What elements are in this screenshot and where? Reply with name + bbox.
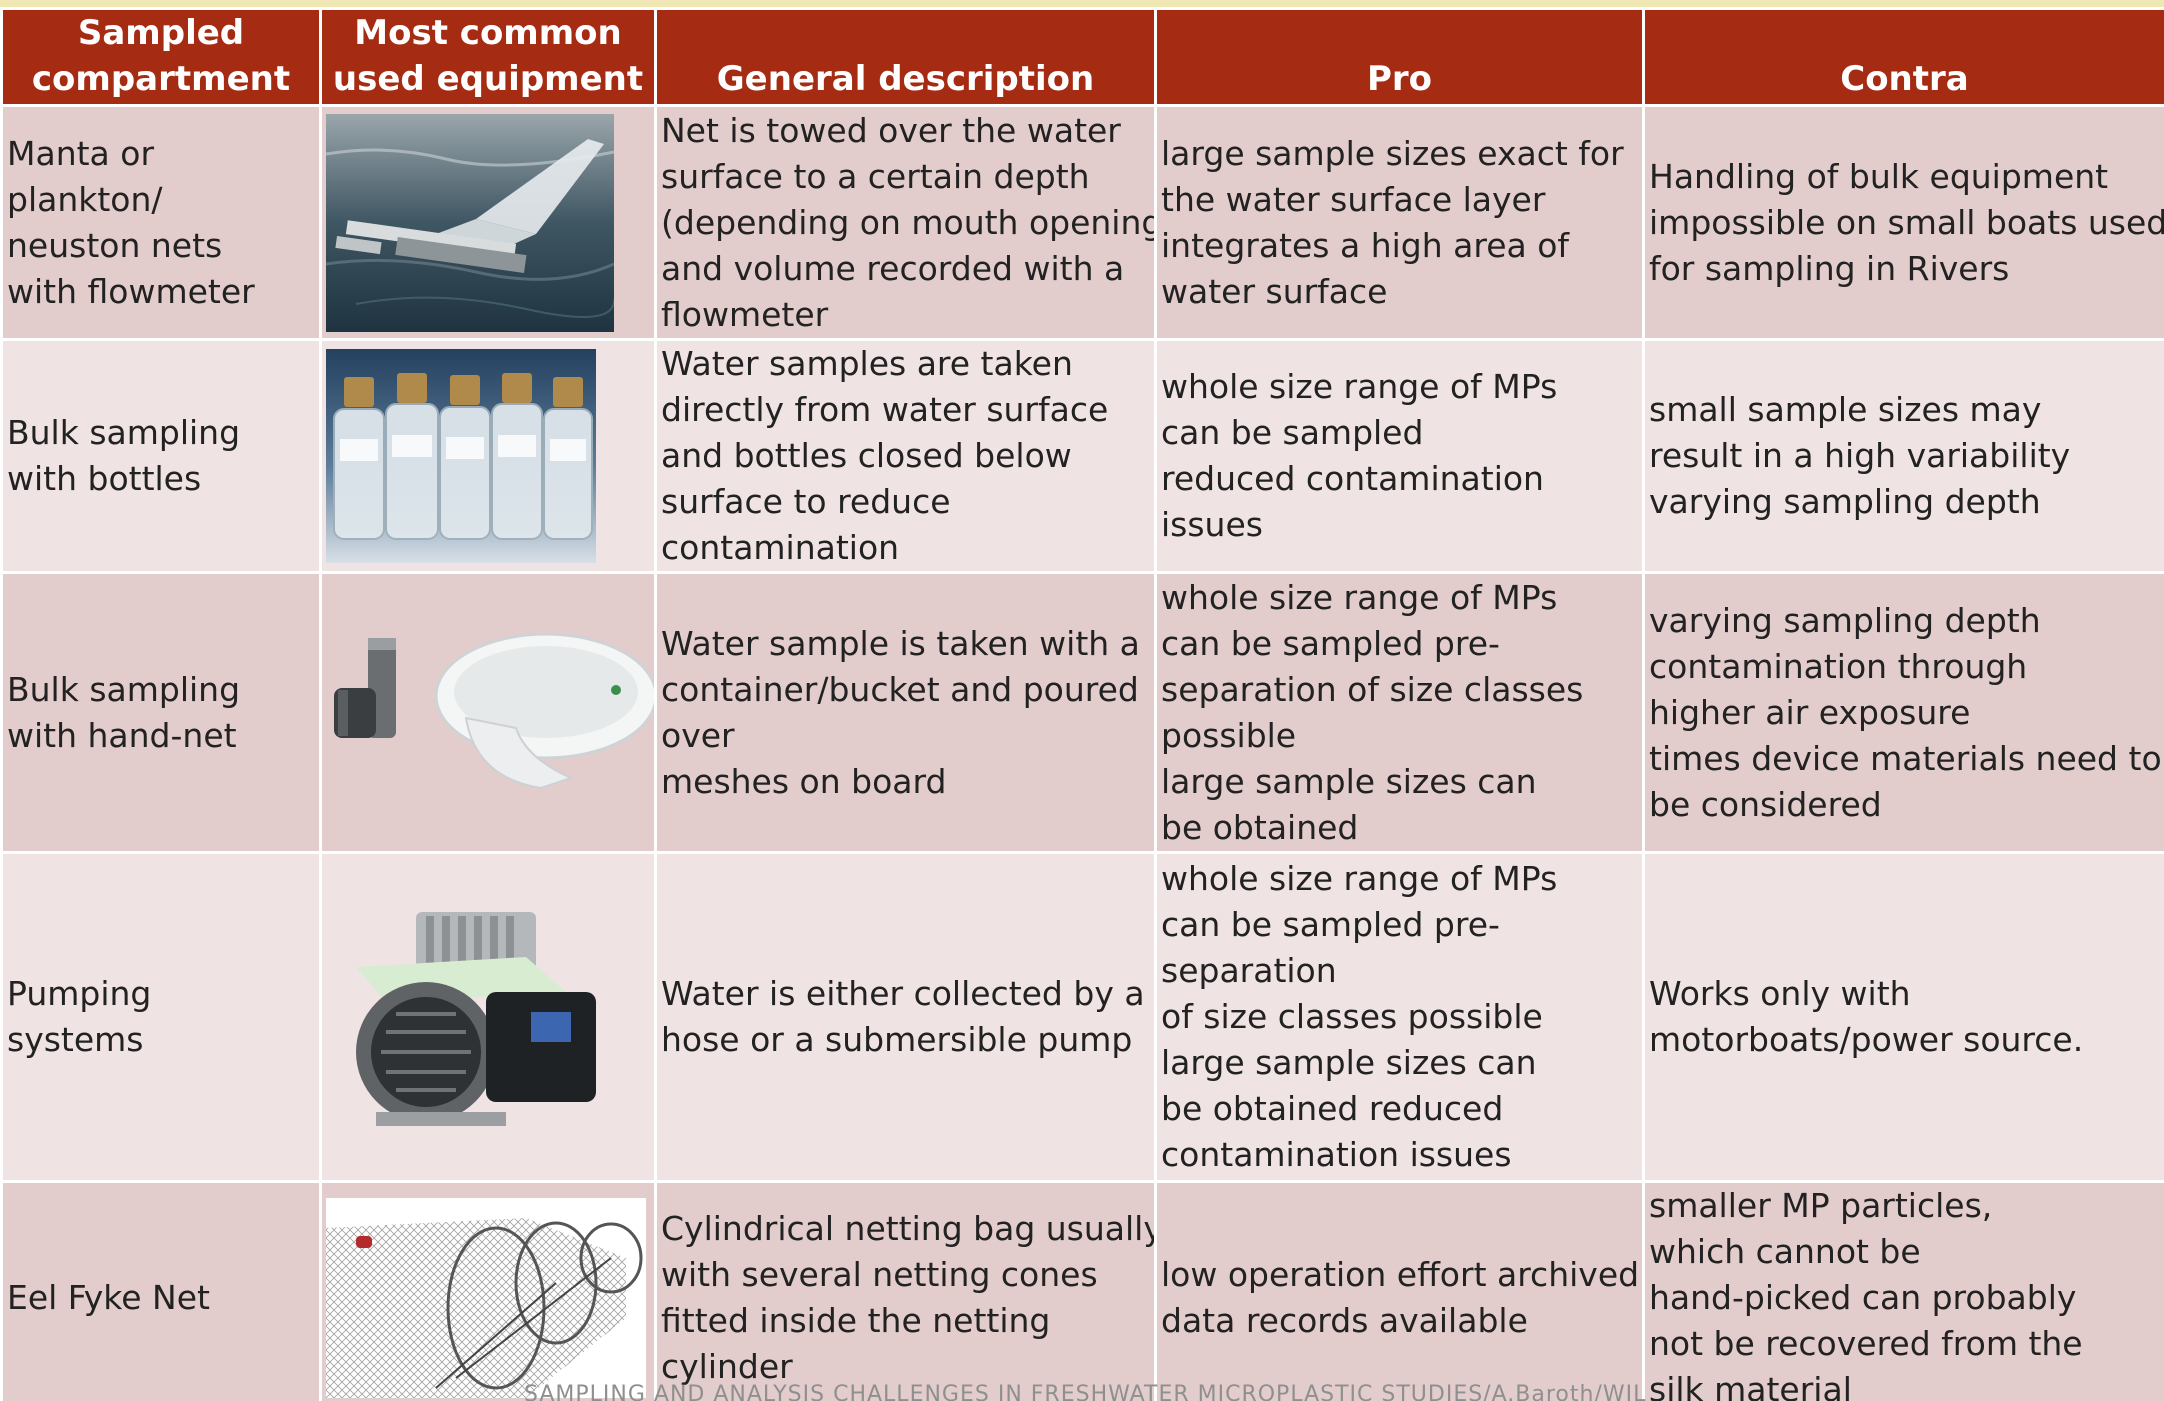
cell-description: Water samples are taken directly from wa… (654, 338, 1157, 574)
cell-compartment: Manta or plankton/ neuston nets with flo… (0, 104, 322, 341)
cell-contra: smaller MP particles, which cannot be ha… (1642, 1180, 2164, 1401)
manta-net-photo (326, 113, 614, 332)
cell-contra: varying sampling depth contamination thr… (1642, 571, 2164, 854)
cell-contra: Handling of bulk equipment impossible on… (1642, 104, 2164, 341)
cell-compartment: Bulk sampling with hand-net (0, 571, 322, 854)
table-row: Eel Fyke Net (0, 1180, 2164, 1401)
table-row: Manta or plankton/ neuston nets with flo… (0, 104, 2164, 341)
cell-compartment: Pumping systems (0, 851, 322, 1183)
cell-pro: low operation effort archived data recor… (1154, 1180, 1645, 1401)
cell-pro: large sample sizes exact for the water s… (1154, 104, 1645, 341)
hand-net-photo (334, 632, 653, 789)
cell-description: Cylindrical netting bag usually with sev… (654, 1180, 1157, 1401)
top-accent-strip (0, 0, 2164, 7)
cell-compartment: Bulk sampling with bottles (0, 338, 322, 574)
cell-pro: whole size range of MPs can be sampled p… (1154, 571, 1645, 854)
cell-pro: whole size range of MPs can be sampled r… (1154, 338, 1645, 574)
header-pro: Pro (1154, 7, 1645, 107)
cell-equipment (319, 851, 657, 1183)
header-contra: Contra (1642, 7, 2164, 107)
cell-pro: whole size range of MPs can be sampled p… (1154, 851, 1645, 1183)
cell-contra: small sample sizes may result in a high … (1642, 338, 2164, 574)
fyke-net-photo (326, 1198, 646, 1398)
cell-description: Water is either collected by a hose or a… (654, 851, 1157, 1183)
cell-description: Net is towed over the water surface to a… (654, 104, 1157, 341)
cell-contra: Works only with motorboats/power source. (1642, 851, 2164, 1183)
cell-description: Water sample is taken with a container/b… (654, 571, 1157, 854)
cell-equipment (319, 338, 657, 574)
table-row: Bulk sampling with bottles (0, 338, 2164, 574)
cell-equipment (319, 1180, 657, 1401)
footer-citation: SAMPLING AND ANALYSIS CHALLENGES IN FRES… (524, 1382, 1647, 1401)
cell-equipment (319, 104, 657, 341)
sample-bottles-photo (326, 349, 596, 563)
header-general-description: General description (654, 7, 1157, 107)
cell-equipment (319, 571, 657, 854)
cell-compartment: Eel Fyke Net (0, 1180, 322, 1401)
table-row: Pumping systems (0, 851, 2164, 1183)
table-row: Bulk sampling with hand-net Water sample… (0, 571, 2164, 854)
pump-photo (356, 912, 596, 1126)
